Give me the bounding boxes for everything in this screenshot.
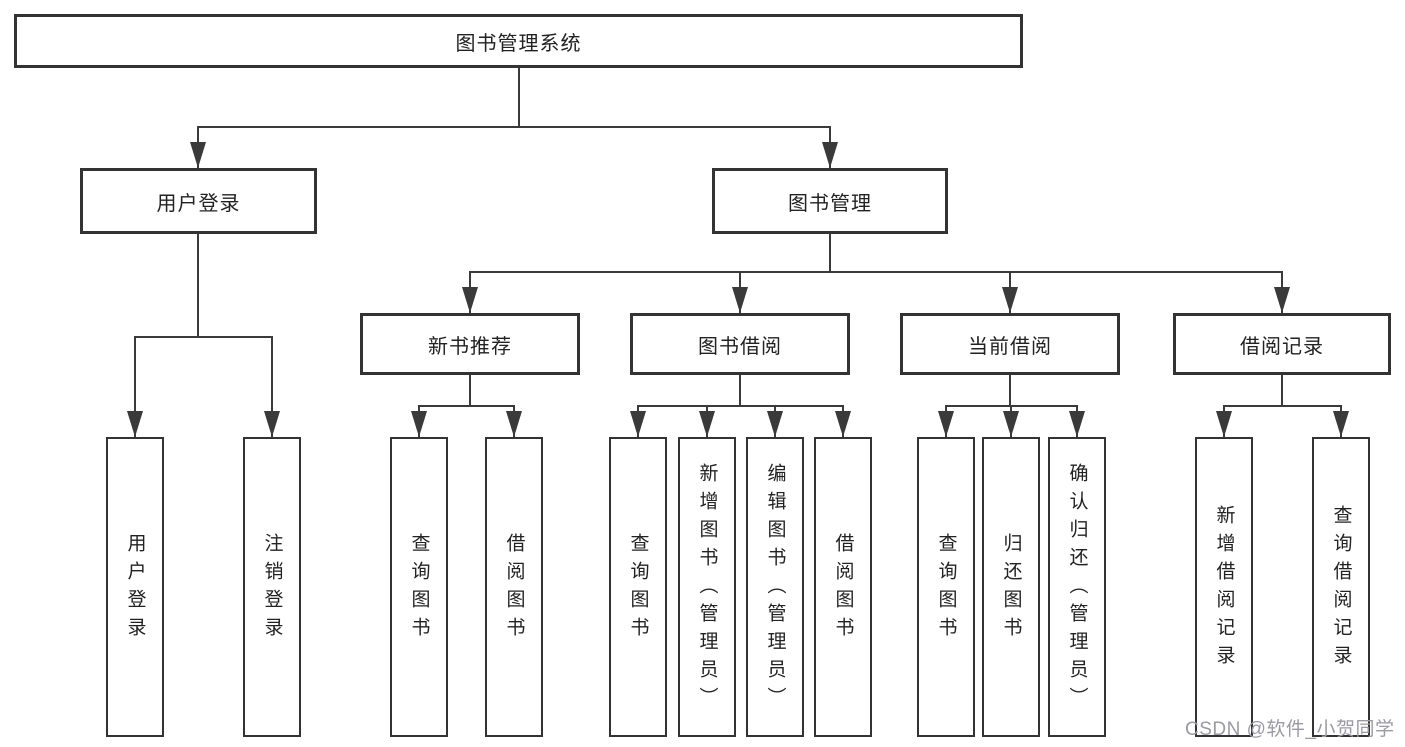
arrowhead-leaf-nbr-query [411, 411, 427, 437]
arrowhead-leaf-logout [264, 411, 280, 437]
node-book-mgmt: 图书管理 [712, 168, 948, 234]
connector-borrow-record-stem [1281, 375, 1283, 406]
connector-level2-branch [197, 126, 831, 128]
node-current-borrow: 当前借阅 [900, 313, 1120, 375]
arrowhead-leaf-cb-confirm [1069, 411, 1085, 437]
arrowhead-leaf-br-query [1333, 411, 1349, 437]
arrowhead-leaf-login [127, 411, 143, 437]
arrowhead-leaf-cb-return [1003, 411, 1019, 437]
leaf-nbr-query-book: 查询图书 [390, 437, 448, 737]
node-borrow-record: 借阅记录 [1173, 313, 1391, 375]
arrowhead-leaf-nbr-borrow [506, 411, 522, 437]
leaf-bb-edit-book-admin: 编辑图书（管理员） [746, 437, 804, 737]
arrowhead-user-login [190, 142, 206, 168]
leaf-logout: 注销登录 [243, 437, 301, 737]
arrowhead-book-mgmt [822, 142, 838, 168]
leaf-bb-query-book: 查询图书 [609, 437, 667, 737]
connector-drop-leaf-logout [271, 337, 273, 437]
connector-user-login-stem [197, 234, 199, 337]
arrowhead-leaf-cb-query [938, 411, 954, 437]
connector-root-stem [518, 68, 520, 127]
connector-level3-branch [469, 271, 1283, 273]
connector-new-book-rec-stem [469, 375, 471, 406]
leaf-br-add-record: 新增借阅记录 [1195, 437, 1253, 737]
leaf-cb-return-book: 归还图书 [982, 437, 1040, 737]
leaf-br-query-record: 查询借阅记录 [1312, 437, 1370, 737]
node-new-book-rec: 新书推荐 [360, 313, 580, 375]
leaf-bb-borrow-book: 借阅图书 [814, 437, 872, 737]
leaf-cb-query-book: 查询图书 [917, 437, 975, 737]
arrowhead-new-book-rec [462, 287, 478, 313]
csdn-watermark: CSDN @软件_小贺同学 [1185, 719, 1395, 740]
arrowhead-leaf-bb-query [630, 411, 646, 437]
leaf-bb-add-book-admin: 新增图书（管理员） [678, 437, 736, 737]
leaf-cb-confirm-return-admin: 确认归还（管理员） [1048, 437, 1106, 737]
node-user-login: 用户登录 [80, 168, 317, 234]
arrowhead-borrow-record [1274, 287, 1290, 313]
arrowhead-current-borrow [1002, 287, 1018, 313]
leaf-nbr-borrow-book: 借阅图书 [485, 437, 543, 737]
node-book-borrow: 图书借阅 [630, 313, 850, 375]
arrowhead-leaf-br-add [1216, 411, 1232, 437]
connector-book-borrow-stem [739, 375, 741, 406]
arrowhead-leaf-bb-add [699, 411, 715, 437]
node-root: 图书管理系统 [14, 14, 1023, 68]
connector-book-mgmt-stem [829, 234, 831, 272]
connector-borrow-record-branch [1223, 405, 1342, 407]
connector-current-borrow-stem [1009, 375, 1011, 406]
connector-book-borrow-branch [637, 405, 844, 407]
connector-drop-leaf-login [134, 337, 136, 437]
connector-user-login-branch [134, 336, 273, 338]
arrowhead-book-borrow [732, 287, 748, 313]
connector-new-book-rec-branch [418, 405, 515, 407]
arrowhead-leaf-bb-borrow [835, 411, 851, 437]
arrowhead-leaf-bb-edit [767, 411, 783, 437]
leaf-user-login: 用户登录 [106, 437, 164, 737]
